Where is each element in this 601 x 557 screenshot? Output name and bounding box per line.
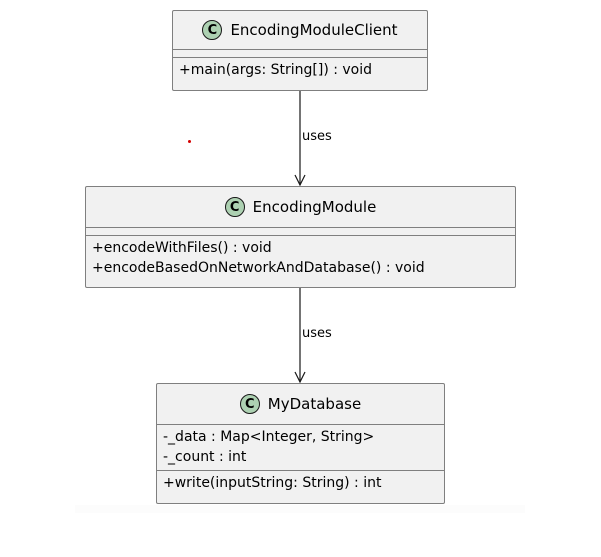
diagram-shadow	[75, 505, 525, 513]
attributes-compartment: -_data : Map<Integer, String> -_count : …	[157, 424, 444, 470]
marker-dot	[188, 140, 191, 143]
class-icon: C	[239, 394, 260, 414]
class-header: C MyDatabase	[157, 384, 444, 424]
class-encoding-module-client[interactable]: C EncodingModuleClient +main(args: Strin…	[172, 10, 428, 91]
methods-compartment: +encodeWithFiles() : void +encodeBasedOn…	[86, 235, 515, 281]
attribute: -_count : int	[163, 449, 247, 465]
method: +write(inputString: String) : int	[163, 475, 382, 491]
class-icon: C	[202, 20, 223, 40]
class-encoding-module[interactable]: C EncodingModule +encodeWithFiles() : vo…	[85, 186, 516, 288]
method: +encodeWithFiles() : void	[92, 240, 272, 256]
class-icon: C	[224, 197, 245, 217]
class-my-database[interactable]: C MyDatabase -_data : Map<Integer, Strin…	[156, 383, 445, 504]
method: +encodeBasedOnNetworkAndDatabase() : voi…	[92, 260, 425, 276]
methods-compartment: +write(inputString: String) : int	[157, 470, 444, 496]
class-header: C EncodingModuleClient	[173, 11, 427, 49]
relation-label: uses	[302, 326, 332, 341]
attributes-compartment	[86, 227, 515, 235]
class-name: EncodingModule	[252, 198, 377, 216]
class-header: C EncodingModule	[86, 187, 515, 227]
attribute: -_data : Map<Integer, String>	[163, 429, 375, 445]
relation-label: uses	[302, 129, 332, 144]
class-name: MyDatabase	[267, 395, 362, 413]
class-name: EncodingModuleClient	[230, 21, 398, 39]
method: +main(args: String[]) : void	[179, 62, 373, 78]
attributes-compartment	[173, 49, 427, 57]
methods-compartment: +main(args: String[]) : void	[173, 57, 427, 83]
